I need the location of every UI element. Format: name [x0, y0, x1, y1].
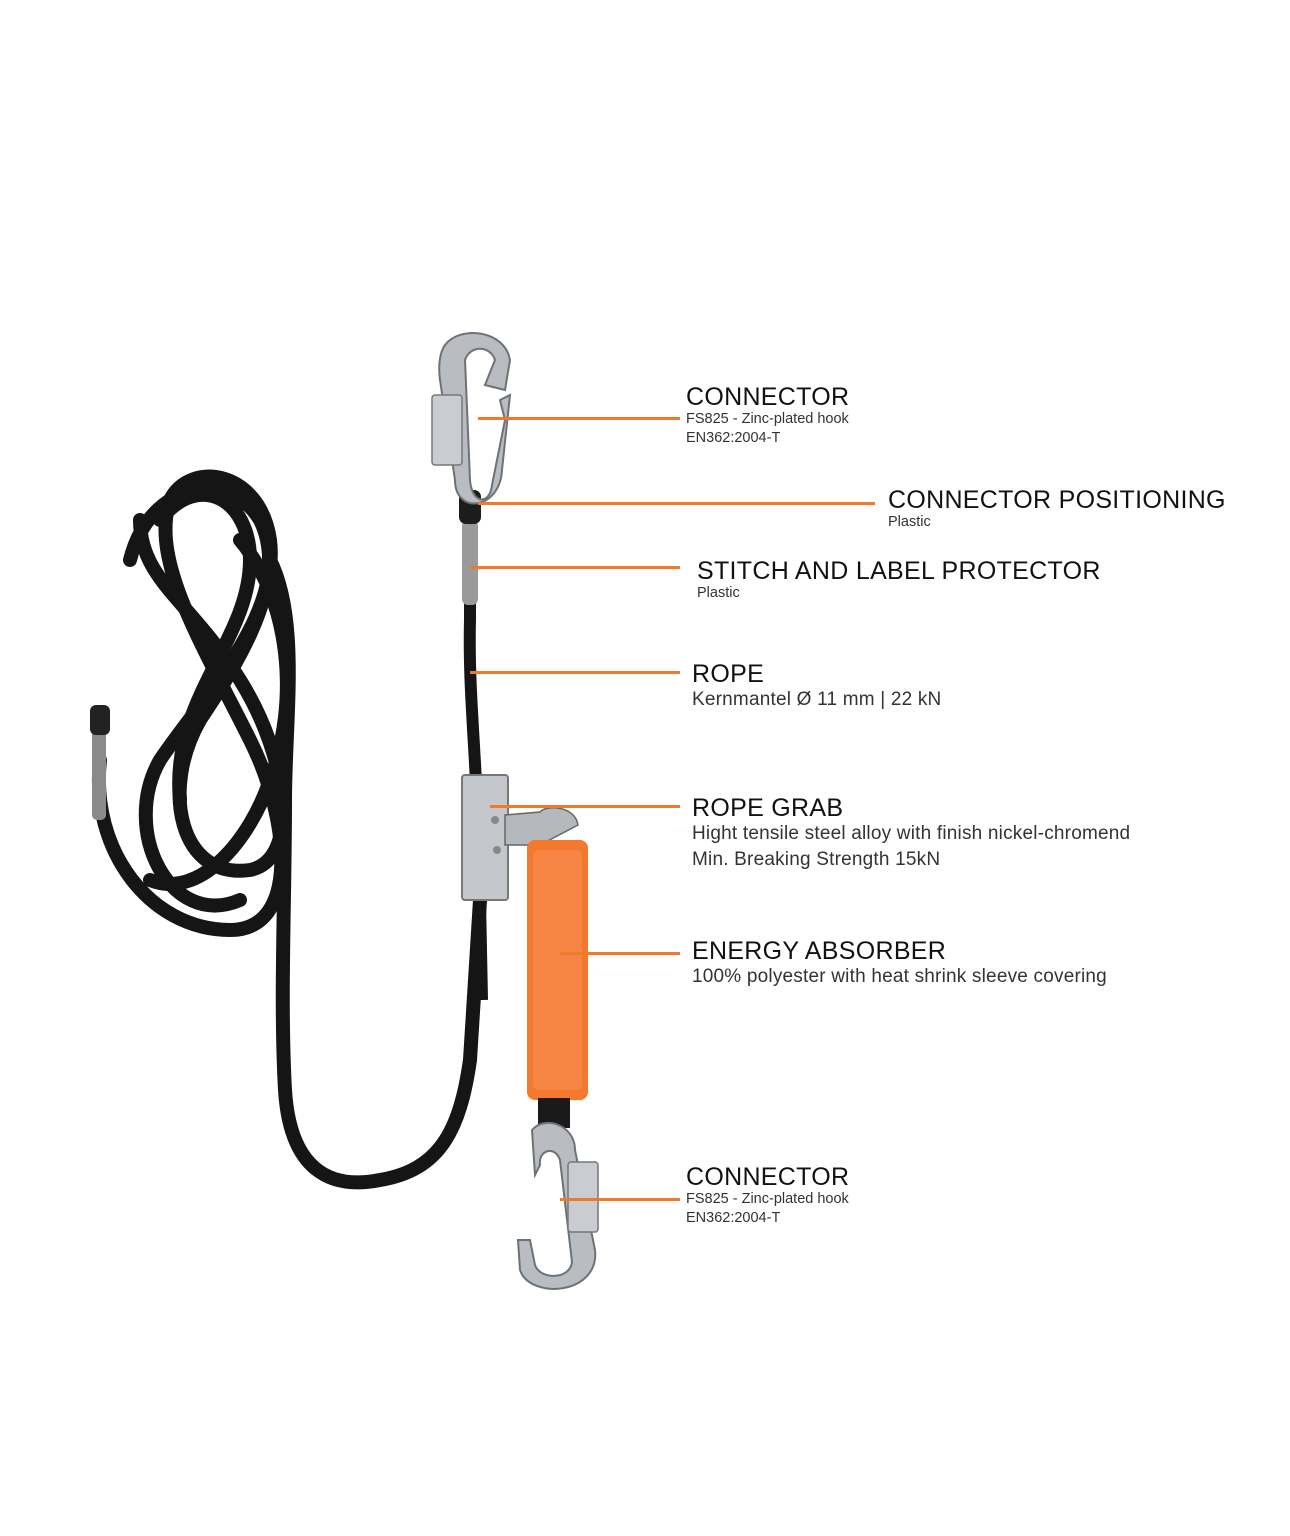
callout-title: CONNECTOR	[686, 1163, 850, 1191]
callout-title: ROPE	[692, 660, 765, 688]
leader-line-connector-bottom	[560, 1198, 680, 1201]
callout-connector-top: CONNECTOR FS825 - Zinc-plated hook EN362…	[686, 384, 849, 448]
rope-end-sleeve	[92, 715, 106, 820]
leader-line-stitch-protector	[470, 566, 680, 569]
callout-detail: EN362:2004-T	[686, 430, 781, 446]
callout-detail: 100% polyester with heat shrink sleeve c…	[692, 966, 1107, 987]
callout-stitch-protector: STITCH AND LABEL PROTECTOR Plastic	[697, 558, 1101, 603]
rope-coil	[91, 469, 487, 1190]
callout-title: STITCH AND LABEL PROTECTOR	[697, 557, 1101, 585]
callout-rope-grab: ROPE GRAB Hight tensile steel alloy with…	[692, 795, 1130, 873]
leader-line-rope	[470, 671, 680, 674]
callout-connector-positioning: CONNECTOR POSITIONING Plastic	[888, 487, 1226, 532]
callout-detail: EN362:2004-T	[686, 1210, 781, 1226]
leader-line-energy-absorber	[560, 952, 680, 955]
bottom-connector-hook	[516, 1121, 599, 1290]
callout-detail: FS825 - Zinc-plated hook	[686, 1191, 849, 1207]
callout-rope: ROPE Kernmantel Ø 11 mm | 22 kN	[692, 661, 941, 713]
callout-title: CONNECTOR POSITIONING	[888, 486, 1226, 514]
callout-title: ENERGY ABSORBER	[692, 937, 947, 965]
leader-line-rope-grab	[490, 805, 680, 808]
callout-title: ROPE GRAB	[692, 794, 844, 822]
leader-line-connector-top	[478, 417, 680, 420]
callout-detail: Kernmantel Ø 11 mm | 22 kN	[692, 689, 942, 710]
callout-detail: Hight tensile steel alloy with finish ni…	[692, 823, 1131, 844]
top-connector-hook	[431, 332, 512, 505]
stitch-label-protector	[462, 520, 478, 605]
callout-detail: Plastic	[888, 514, 931, 530]
callout-connector-bottom: CONNECTOR FS825 - Zinc-plated hook EN362…	[686, 1164, 849, 1228]
callout-title: CONNECTOR	[686, 383, 850, 411]
callout-detail: FS825 - Zinc-plated hook	[686, 411, 849, 427]
leader-line-connector-positioning	[478, 502, 875, 505]
callout-detail: Min. Breaking Strength 15kN	[692, 849, 941, 870]
callout-energy-absorber: ENERGY ABSORBER 100% polyester with heat…	[692, 938, 1107, 990]
callout-detail: Plastic	[697, 585, 740, 601]
